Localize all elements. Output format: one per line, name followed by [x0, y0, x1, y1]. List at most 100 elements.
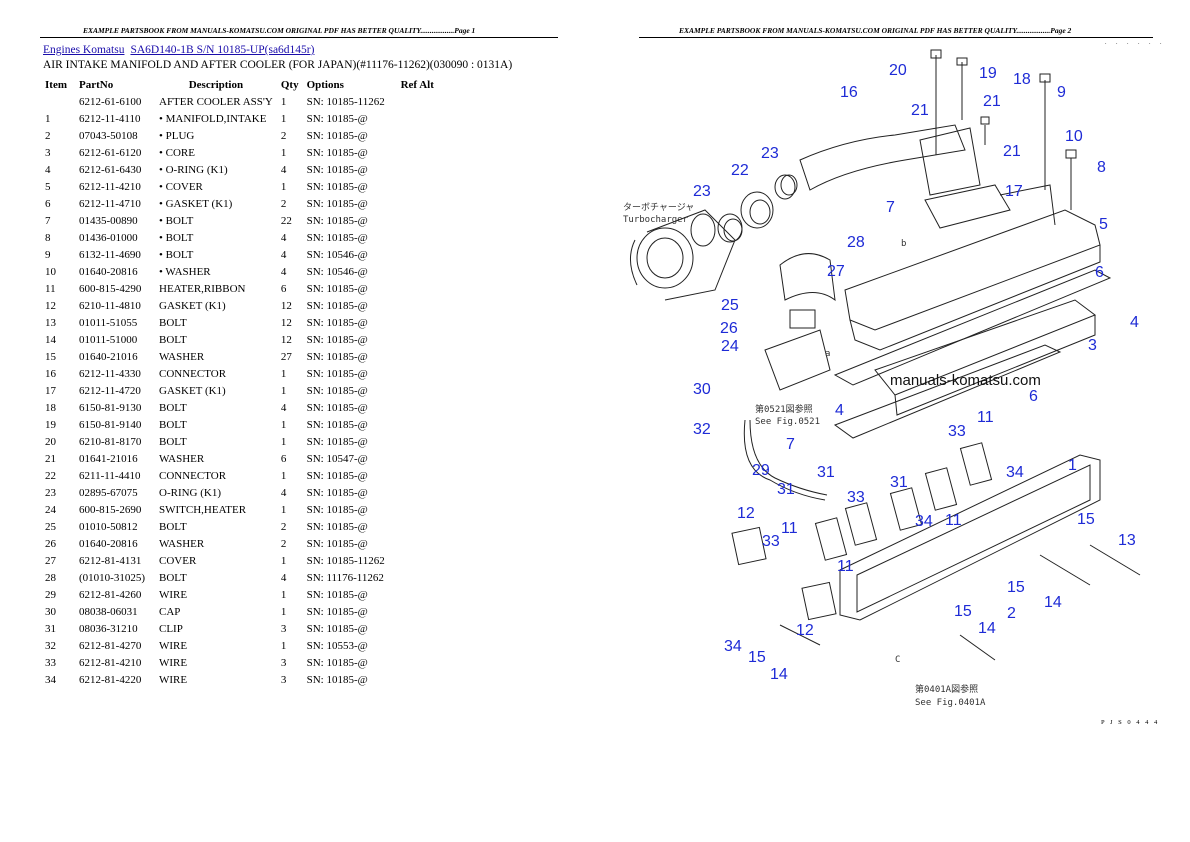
cell-item: 27 [45, 554, 56, 567]
diagram-drawing [630, 49, 1141, 661]
cell-description: WIRE [159, 588, 188, 601]
turbocharger-label-jp: ターボチャージャ [623, 202, 694, 213]
cell-ref-alt [397, 297, 445, 314]
cell-qty: 2 [280, 537, 287, 550]
cell-qty: 4 [280, 248, 287, 261]
cell-qty: 1 [280, 180, 287, 193]
column-header-qty: Qty [280, 78, 299, 91]
cell-ref-alt [397, 501, 445, 518]
callout-number: 29 [752, 462, 770, 479]
callout-number: 16 [840, 84, 858, 101]
cell-description: • PLUG [159, 129, 195, 142]
cell-item: 30 [45, 605, 56, 618]
cell-description: • CORE [159, 146, 195, 159]
cell-description: GASKET (K1) [159, 299, 226, 312]
table-header-row: Item PartNo Description Qty Options Ref … [41, 76, 445, 93]
cell-item: 18 [45, 401, 56, 414]
cell-partno: 01435-00890 [79, 214, 138, 227]
column-header-partno: PartNo [79, 78, 114, 91]
cell-description: • BOLT [159, 214, 194, 227]
cell-description: HEATER,RIBBON [159, 282, 246, 295]
cell-ref-alt [397, 450, 445, 467]
cell-options: SN: 10185-@ [306, 214, 368, 227]
ref-fig-0401a: See Fig.0401A [915, 698, 986, 708]
cell-partno: 6212-81-4270 [79, 639, 142, 652]
cell-item: 28 [45, 571, 56, 584]
page-header: EXAMPLE PARTSBOOK FROM MANUALS-KOMATSU.C… [83, 26, 476, 35]
cell-partno: 600-815-4290 [79, 282, 142, 295]
cell-ref-alt [397, 365, 445, 382]
cell-partno: 6150-81-9140 [79, 418, 142, 431]
cell-item: 7 [45, 214, 51, 227]
cell-options: SN: 10185-@ [306, 656, 368, 669]
callout-number: 28 [847, 234, 865, 251]
column-header-description: Description [188, 78, 244, 91]
cell-options: SN: 10546-@ [306, 248, 368, 261]
cell-item: 32 [45, 639, 56, 652]
cell-options: SN: 10546-@ [306, 265, 368, 278]
callout-number: 4 [1130, 314, 1139, 331]
cell-options: SN: 10185-@ [306, 384, 368, 397]
cell-options: SN: 10185-@ [306, 282, 368, 295]
cell-item: 26 [45, 537, 56, 550]
cell-item: 12 [45, 299, 56, 312]
cell-ref-alt [397, 620, 445, 637]
cell-partno: 6210-81-8170 [79, 435, 142, 448]
cell-options: SN: 10185-@ [306, 112, 368, 125]
diagram-labels: ターボチャージャ Turbocharger 第0521図参照 See Fig.0… [623, 202, 1041, 708]
cell-qty: 4 [280, 571, 287, 584]
cell-qty: 3 [280, 673, 287, 686]
cell-ref-alt [397, 467, 445, 484]
cell-options: SN: 10553-@ [306, 639, 368, 652]
cell-partno: 02895-67075 [79, 486, 138, 499]
letter-c: C [895, 655, 900, 665]
cell-ref-alt [397, 280, 445, 297]
callout-number: 34 [915, 513, 933, 530]
cell-partno: 6212-81-4260 [79, 588, 142, 601]
cell-ref-alt [397, 518, 445, 535]
cell-ref-alt [397, 314, 445, 331]
cell-ref-alt [397, 93, 445, 110]
cell-options: SN: 10185-@ [306, 299, 368, 312]
cell-ref-alt [397, 535, 445, 552]
cell-description: BOLT [159, 316, 187, 329]
switch-heater-24 [764, 329, 831, 391]
header-divider [40, 37, 558, 38]
cell-ref-alt [397, 484, 445, 501]
cell-description: WIRE [159, 656, 188, 669]
callout-number: 27 [827, 263, 845, 280]
cell-ref-alt [397, 399, 445, 416]
cell-partno: 01640-20816 [79, 265, 138, 278]
breadcrumb-engines-link[interactable]: Engines Komatsu [43, 44, 125, 56]
cell-ref-alt [397, 382, 445, 399]
cell-partno: (01010-31025) [79, 571, 145, 584]
manifold-intake-1 [839, 454, 1101, 621]
cell-item: 3 [45, 146, 51, 159]
callout-number: 9 [1057, 84, 1066, 101]
cell-qty: 6 [280, 282, 287, 295]
cell-ref-alt [397, 110, 445, 127]
callout-number: 15 [1007, 579, 1025, 596]
ref-fig-0401a-jp: 第0401A図参照 [915, 683, 978, 695]
cell-options: SN: 10185-@ [306, 333, 368, 346]
cell-qty: 1 [280, 112, 287, 125]
callout-number: 3 [1088, 337, 1097, 354]
callout-number: 12 [796, 622, 814, 639]
cell-item: 19 [45, 418, 56, 431]
cell-qty: 1 [280, 554, 287, 567]
callout-number: 21 [1003, 143, 1021, 160]
gasket-17 [924, 184, 1011, 229]
cell-ref-alt [397, 246, 445, 263]
breadcrumb-model-link[interactable]: SA6D140-1B S/N 10185-UP(sa6d145r) [130, 44, 315, 56]
cell-partno: 600-815-2690 [79, 503, 142, 516]
cell-description: WASHER [159, 537, 205, 550]
parts-list-page: EXAMPLE PARTSBOOK FROM MANUALS-KOMATSU.C… [40, 26, 558, 686]
cell-options: SN: 10185-@ [306, 673, 368, 686]
